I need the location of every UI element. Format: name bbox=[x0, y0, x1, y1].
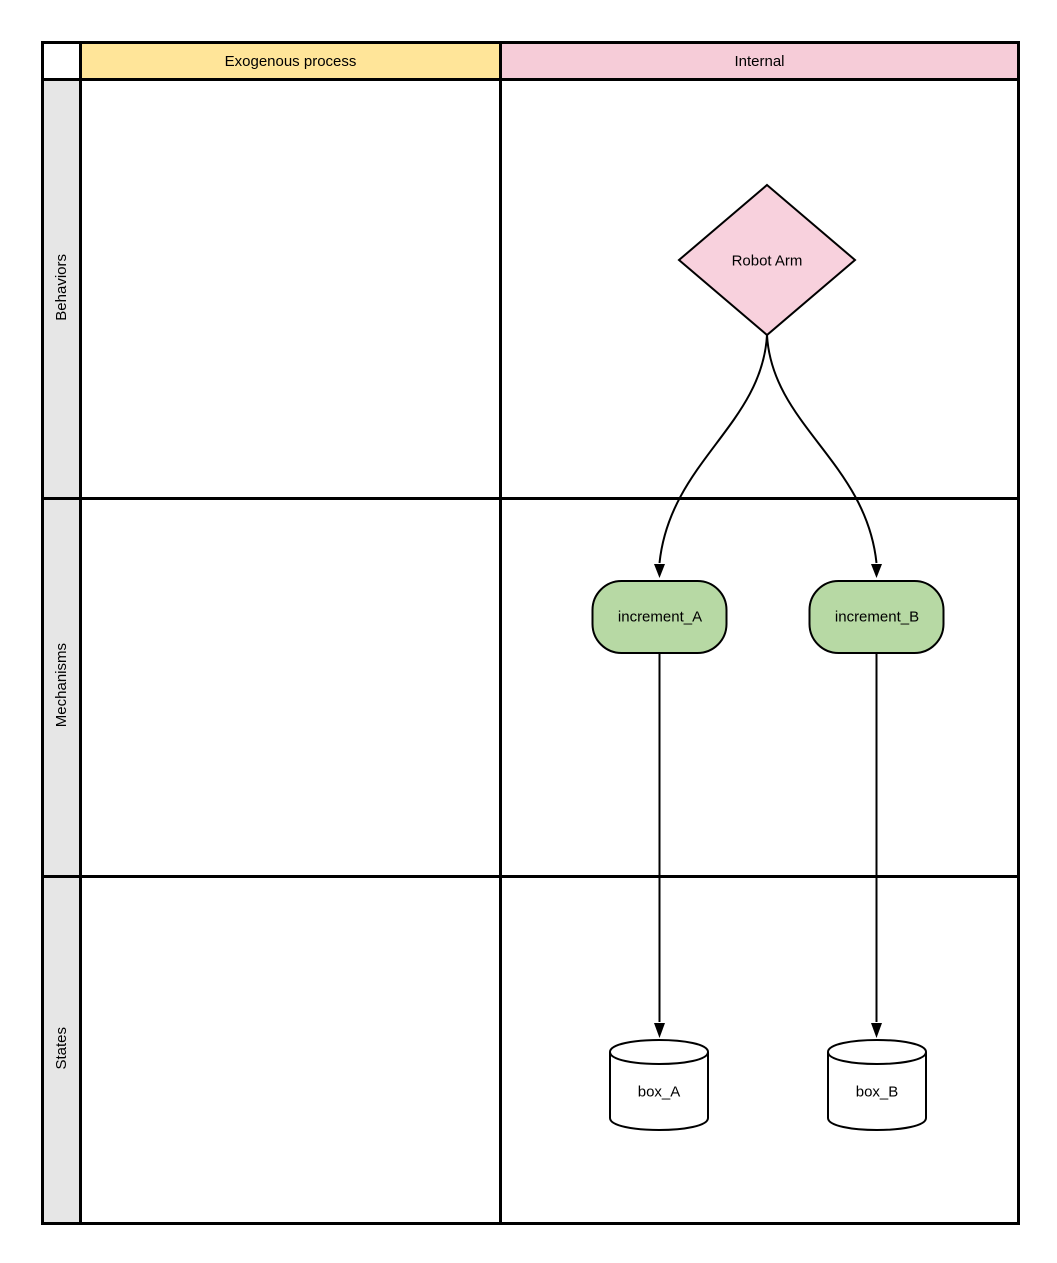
cell-mechanisms-exogenous bbox=[79, 497, 502, 878]
col-header-exogenous-process: Exogenous process bbox=[79, 41, 502, 81]
arrowhead-box-b bbox=[871, 1023, 882, 1038]
increment-a-node bbox=[591, 580, 728, 654]
robot-arm-diamond bbox=[677, 183, 857, 337]
arrowhead-box-a bbox=[654, 1023, 665, 1038]
row-header-states: States bbox=[41, 875, 82, 1225]
box-b-cylinder-lip bbox=[827, 1051, 927, 1065]
cell-mechanisms-internal bbox=[499, 497, 1020, 878]
box-a-cylinder bbox=[609, 1039, 709, 1131]
edge-robot-arm-to-increment-b bbox=[766, 334, 878, 564]
box-a-label: box_A bbox=[637, 1083, 681, 1101]
increment-a-label: increment_A bbox=[617, 608, 703, 626]
row-header-mechanisms: Mechanisms bbox=[41, 497, 82, 878]
box-a-cylinder-lip bbox=[609, 1051, 709, 1065]
robot-arm-label: Robot Arm bbox=[731, 252, 803, 270]
box-b-cylinder bbox=[827, 1039, 927, 1131]
arrowhead-increment-b bbox=[871, 564, 882, 578]
behavior-matrix-table: Exogenous process Internal Behaviors Mec… bbox=[41, 41, 1020, 1225]
corner-cell bbox=[41, 41, 82, 81]
col-header-internal: Internal bbox=[499, 41, 1020, 81]
cell-states-internal bbox=[499, 875, 1020, 1225]
arrowhead-increment-a bbox=[654, 564, 665, 578]
box-b-label: box_B bbox=[855, 1083, 899, 1101]
increment-b-label: increment_B bbox=[834, 608, 920, 626]
edge-robot-arm-to-increment-a bbox=[658, 334, 768, 564]
cell-behaviors-exogenous bbox=[79, 78, 502, 500]
row-header-behaviors: Behaviors bbox=[41, 78, 82, 500]
increment-b-node bbox=[808, 580, 945, 654]
cell-states-exogenous bbox=[79, 875, 502, 1225]
